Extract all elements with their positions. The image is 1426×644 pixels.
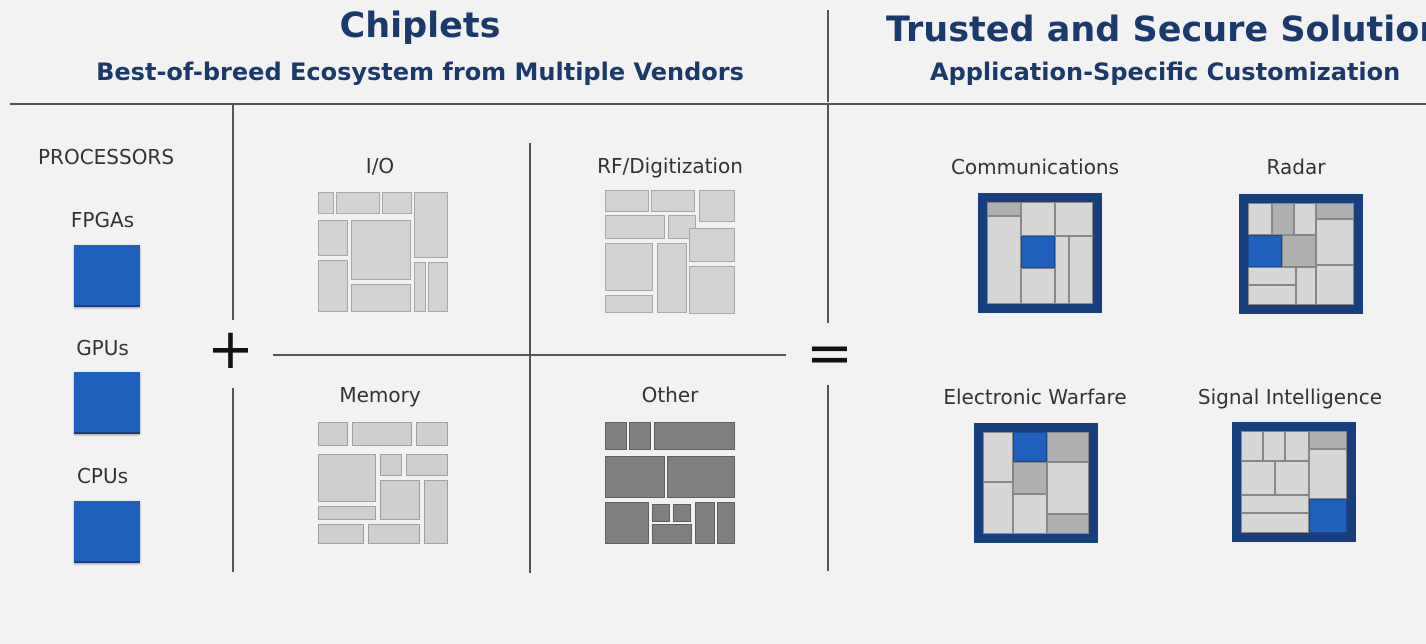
fpga-chip	[74, 245, 140, 307]
header-divider	[10, 103, 1426, 105]
io-chiplet-block	[318, 192, 448, 312]
chiplet-grid-horizontal	[273, 354, 786, 356]
io-label: I/O	[365, 154, 395, 178]
other-label: Other	[641, 383, 699, 407]
memory-label: Memory	[339, 383, 421, 407]
solutions-title: Trusted and Secure Solutions	[886, 10, 1426, 50]
electronic-warfare-label: Electronic Warfare	[943, 385, 1127, 409]
signal-intelligence-package	[1232, 422, 1356, 542]
electronic-warfare-package	[974, 423, 1098, 543]
rf-digitization-label: RF/Digitization	[597, 154, 743, 178]
gpus-label: GPUs	[76, 336, 129, 360]
processors-heading: PROCESSORS	[38, 145, 175, 169]
section-divider	[827, 10, 829, 102]
fpgas-label: FPGAs	[70, 208, 135, 232]
memory-chiplet-block	[318, 422, 448, 544]
rf-chiplet-block	[605, 190, 735, 314]
equals-sign: =	[806, 321, 853, 386]
cpus-label: CPUs	[76, 464, 129, 488]
communications-package	[978, 193, 1102, 313]
section-divider-bottom	[827, 385, 829, 571]
solutions-subtitle: Application-Specific Customization	[930, 58, 1401, 86]
other-chiplet-block	[605, 422, 735, 544]
plus-sign: +	[207, 317, 254, 382]
gpu-chip	[74, 372, 140, 434]
chiplets-title: Chiplets	[339, 6, 501, 46]
chiplet-grid-vertical	[529, 143, 531, 573]
processor-divider-top	[232, 105, 234, 320]
section-divider-lower	[827, 105, 829, 323]
radar-label: Radar	[1266, 155, 1326, 179]
signal-intelligence-label: Signal Intelligence	[1197, 385, 1383, 409]
processor-divider-bottom	[232, 388, 234, 572]
cpu-chip	[74, 501, 140, 563]
chiplets-subtitle: Best-of-breed Ecosystem from Multiple Ve…	[96, 58, 744, 86]
communications-label: Communications	[950, 155, 1120, 179]
radar-package	[1239, 194, 1363, 314]
